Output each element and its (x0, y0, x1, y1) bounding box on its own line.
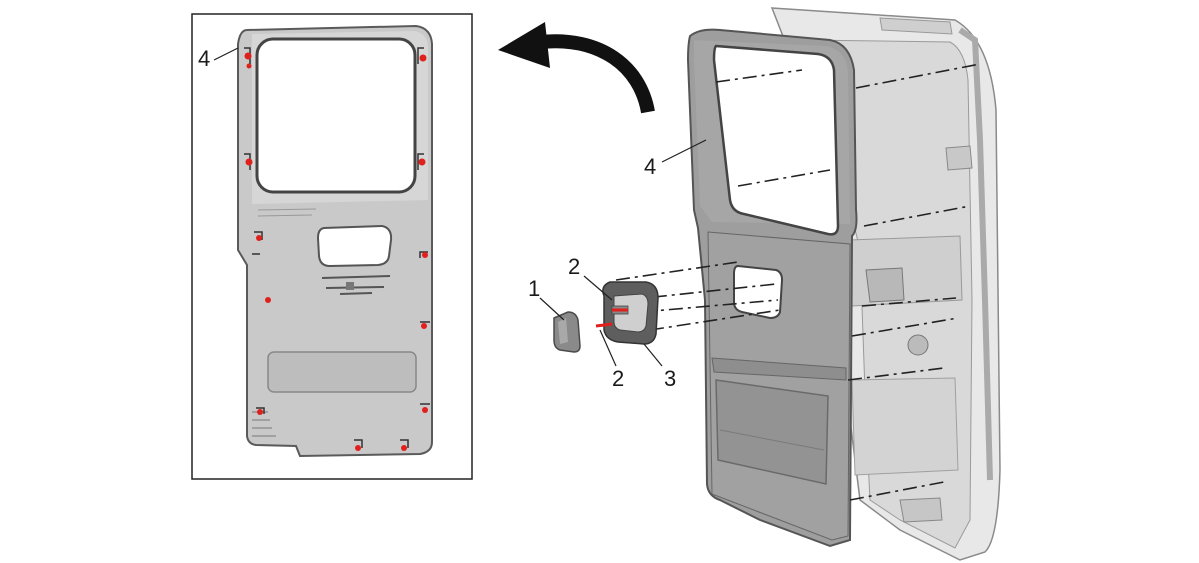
clip-marker (355, 445, 361, 451)
inset-handle-opening (316, 224, 393, 268)
view-arrow (498, 22, 655, 114)
leader-fastener-upper (583, 275, 613, 301)
clip-marker (245, 158, 253, 166)
clip-marker (256, 235, 262, 241)
alignment-lines (615, 63, 981, 501)
inset-window-opening (255, 37, 417, 194)
inset-leader-line (213, 47, 239, 61)
clip-marker (265, 297, 271, 303)
callout-door-panel: 4 (644, 154, 656, 179)
callout-inset-panel: 4 (198, 46, 210, 71)
callout-handle-bezel: 3 (664, 366, 676, 391)
handle-bezel (602, 281, 659, 345)
trim-handle-opening (733, 264, 784, 320)
inset-lower-pocket (267, 351, 417, 393)
clip-marker (419, 54, 427, 62)
clip-marker (418, 158, 426, 166)
callouts (539, 139, 707, 367)
fastener-lower (595, 322, 613, 328)
leader-cover (539, 297, 565, 321)
clip-marker (244, 52, 252, 60)
leader-handle-bezel (643, 343, 663, 367)
inset-trim-panel (237, 24, 433, 458)
callout-fastener-upper: 2 (568, 254, 580, 279)
detail-inset: 4 (191, 13, 473, 480)
clip-marker (422, 407, 428, 413)
callout-fastener-lower: 2 (612, 366, 624, 391)
clip-marker (422, 252, 428, 258)
handle-cover (553, 311, 581, 353)
clip-marker (257, 409, 263, 415)
door-trim-panel (686, 28, 858, 548)
trim-lower-pocket (715, 379, 829, 485)
clip-marker (401, 445, 407, 451)
clip-marker (246, 63, 252, 69)
clip-marker (421, 323, 427, 329)
leader-fastener-lower (599, 329, 617, 367)
callout-cover: 1 (528, 276, 540, 301)
trim-window-opening (712, 44, 840, 236)
leader-door-panel (661, 139, 707, 163)
fasteners (595, 308, 628, 328)
inset-clip-markers (244, 52, 428, 451)
